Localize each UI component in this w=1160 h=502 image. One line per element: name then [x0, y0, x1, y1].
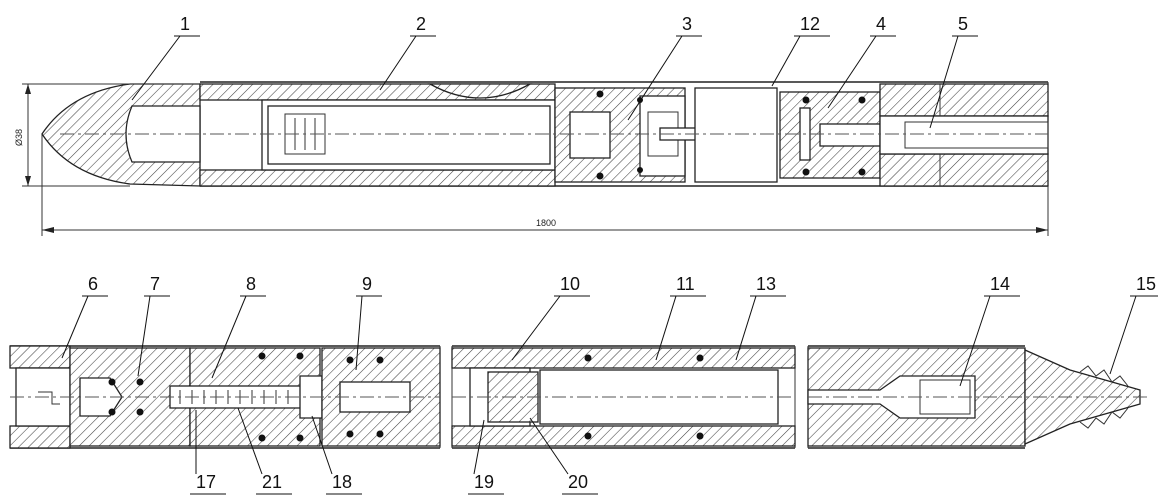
svg-text:15: 15: [1136, 274, 1156, 294]
label-4: 4: [827, 14, 896, 109]
svg-text:7: 7: [150, 274, 160, 294]
diameter-dimension: Ø38: [14, 83, 200, 187]
label-5: 5: [929, 14, 978, 129]
piston-block-part-4: [779, 91, 881, 179]
svg-text:21: 21: [262, 472, 282, 492]
label-6: 6: [61, 274, 108, 359]
label-1: 1: [131, 14, 200, 101]
end-fitting-part-6: [9, 345, 71, 369]
label-17: 17: [190, 410, 226, 495]
length-value: 1800: [536, 218, 556, 228]
label-10: 10: [511, 274, 590, 361]
svg-text:12: 12: [800, 14, 820, 34]
chamber-part-12: [694, 87, 778, 183]
label-8: 8: [211, 274, 266, 379]
connector-block-part-3: [554, 87, 701, 183]
housing-tube-part-2: [199, 83, 556, 187]
svg-text:5: 5: [958, 14, 968, 34]
svg-text:20: 20: [568, 472, 588, 492]
svg-text:9: 9: [362, 274, 372, 294]
svg-text:19: 19: [474, 472, 494, 492]
lower-segment-middle: [451, 345, 796, 449]
label-12: 12: [771, 14, 830, 87]
label-20: 20: [529, 417, 598, 495]
svg-text:3: 3: [682, 14, 692, 34]
svg-text:13: 13: [756, 274, 776, 294]
length-dimension: 1800: [41, 134, 1049, 236]
label-2: 2: [379, 14, 436, 91]
threaded-tip-part-15: [1024, 348, 1141, 446]
diameter-value: Ø38: [14, 129, 24, 146]
label-14: 14: [959, 274, 1020, 387]
svg-text:14: 14: [990, 274, 1010, 294]
lower-segment-left: [9, 345, 441, 449]
lower-segment-right: [807, 345, 1150, 449]
label-3: 3: [627, 14, 702, 121]
outer-tube-part-10: [451, 347, 796, 369]
svg-text:1: 1: [180, 14, 190, 34]
svg-text:17: 17: [196, 472, 216, 492]
threaded-sleeve-part-5: [879, 83, 1049, 187]
svg-text:2: 2: [416, 14, 426, 34]
nose-cone-part-1: [41, 83, 201, 187]
label-7: 7: [137, 274, 170, 377]
part-labels: 1 2 3 12 4 5 6: [61, 14, 1158, 495]
svg-text:6: 6: [88, 274, 98, 294]
svg-text:11: 11: [676, 274, 695, 294]
label-18: 18: [311, 415, 362, 495]
lower-assembly-section: [9, 345, 1150, 449]
label-9: 9: [355, 274, 382, 371]
svg-text:4: 4: [876, 14, 886, 34]
svg-text:8: 8: [246, 274, 256, 294]
label-13: 13: [735, 274, 786, 361]
label-15: 15: [1109, 274, 1158, 375]
label-21: 21: [237, 407, 292, 495]
svg-text:10: 10: [560, 274, 580, 294]
label-11: 11: [655, 274, 706, 361]
svg-text:18: 18: [332, 472, 352, 492]
upper-assembly-section: Ø38 1800: [14, 81, 1049, 236]
label-19: 19: [468, 419, 504, 495]
